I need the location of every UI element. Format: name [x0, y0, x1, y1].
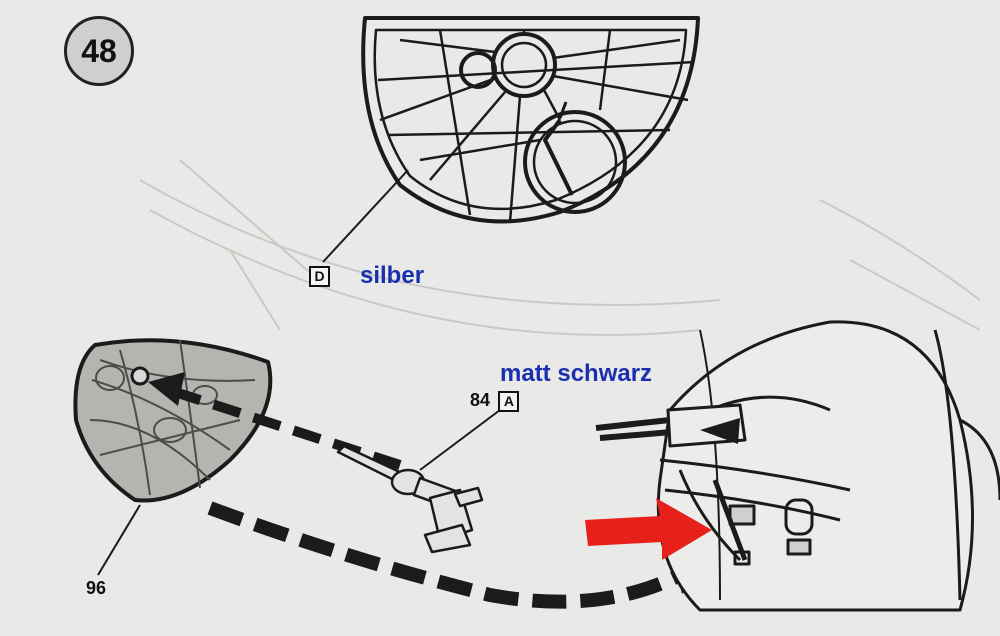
- paint-label-matt-schwarz: matt schwarz: [500, 360, 653, 387]
- paint-label-silber: silber: [360, 262, 425, 289]
- part-number-84: 84: [470, 390, 491, 410]
- part-code-a: A: [498, 391, 520, 412]
- leader-line-turret: [97, 504, 141, 576]
- faint-background-sketch: [139, 159, 981, 336]
- turret-part-96: [73, 338, 273, 503]
- part-code-d: D: [309, 266, 330, 287]
- gun-part-label: 84 A: [470, 390, 520, 412]
- leader-line-frame: [322, 169, 409, 263]
- leader-line-gun: [419, 409, 501, 471]
- red-indicator-arrow: [585, 498, 712, 560]
- frame-part-label: D: [309, 266, 330, 287]
- gun-part-84: [336, 444, 484, 554]
- part-number-96: 96: [86, 578, 107, 598]
- dashed-arrow-gun-to-turret: [148, 372, 402, 470]
- fuselage-nose: [595, 320, 1000, 612]
- frame-part-d: [361, 16, 700, 224]
- step-number-badge: 48: [64, 16, 134, 86]
